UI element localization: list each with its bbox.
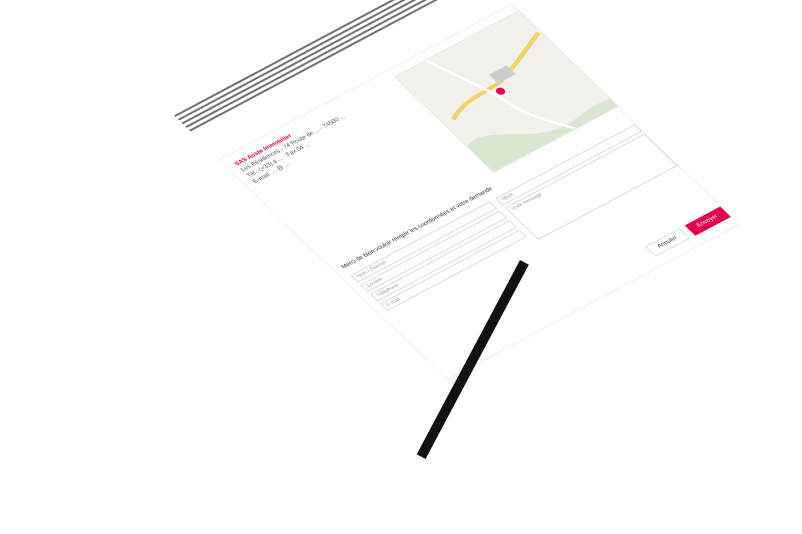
contact-page: SAS Aoste Immobilier Les Résidences - 74… [173, 0, 739, 380]
send-button[interactable]: Envoyer [684, 206, 731, 236]
location-pin-icon [495, 87, 506, 95]
form-actions: Annuler Envoyer [645, 206, 731, 257]
secondary-road [425, 59, 576, 130]
park-area [467, 98, 618, 172]
contact-form: Merci de bien vouloir remplir les coordo… [341, 115, 731, 368]
cancel-button[interactable]: Annuler [645, 228, 691, 257]
map[interactable] [393, 9, 620, 174]
map-canvas [425, 31, 618, 172]
building-block [489, 65, 516, 84]
